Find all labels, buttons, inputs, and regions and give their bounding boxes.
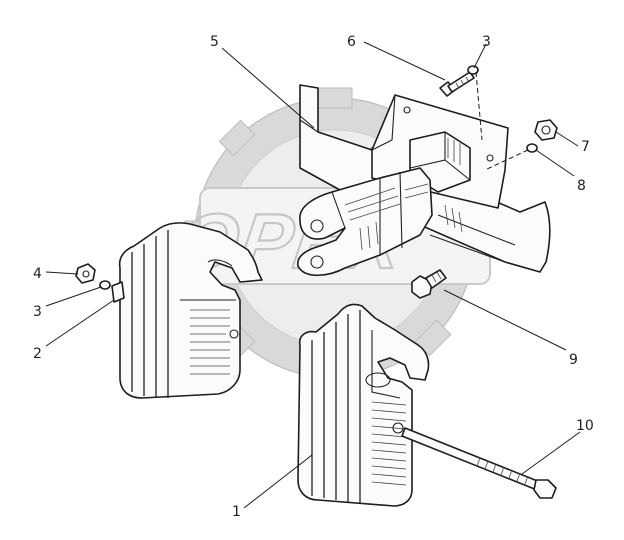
- bolt-9: [411, 269, 447, 299]
- callout-8: 8: [577, 178, 586, 194]
- callout-6: 6: [347, 34, 356, 50]
- nut-left: [75, 263, 96, 284]
- callout-2: 2: [33, 346, 42, 362]
- callout-1: 1: [232, 504, 241, 520]
- callout-labels: 5 6 3 7 8 4 3 2 9 1 10: [33, 34, 594, 520]
- leader-4: [45, 271, 79, 275]
- callout-9: 9: [569, 352, 578, 368]
- callout-3-left: 3: [33, 304, 42, 320]
- weight-front: [297, 303, 430, 507]
- callout-7: 7: [581, 139, 590, 155]
- leader-10: [521, 431, 581, 475]
- leader-6: [363, 41, 446, 81]
- washer-top: [467, 65, 479, 75]
- hitch-hook: [296, 167, 433, 277]
- leader-5: [221, 47, 315, 129]
- leader-2: [45, 299, 115, 347]
- leader-8: [535, 149, 575, 177]
- callout-3-top: 3: [482, 34, 491, 50]
- callout-4: 4: [33, 266, 42, 282]
- bolt-top: [439, 71, 475, 97]
- long-bolt: [401, 427, 557, 499]
- nut-right: [534, 119, 558, 141]
- lock-washer-right: [526, 143, 538, 153]
- leader-3-left: [45, 286, 102, 307]
- weight-left: [118, 222, 263, 399]
- washer-left: [99, 280, 111, 290]
- leader-lines: [45, 41, 581, 509]
- leader-1: [243, 454, 313, 509]
- callout-5: 5: [210, 34, 219, 50]
- leader-7: [555, 131, 579, 147]
- assembly-line-top: [475, 71, 483, 141]
- leader-3-top: [473, 43, 487, 69]
- callout-10: 10: [576, 418, 594, 434]
- leader-9: [443, 289, 567, 351]
- stud-left: [111, 281, 125, 303]
